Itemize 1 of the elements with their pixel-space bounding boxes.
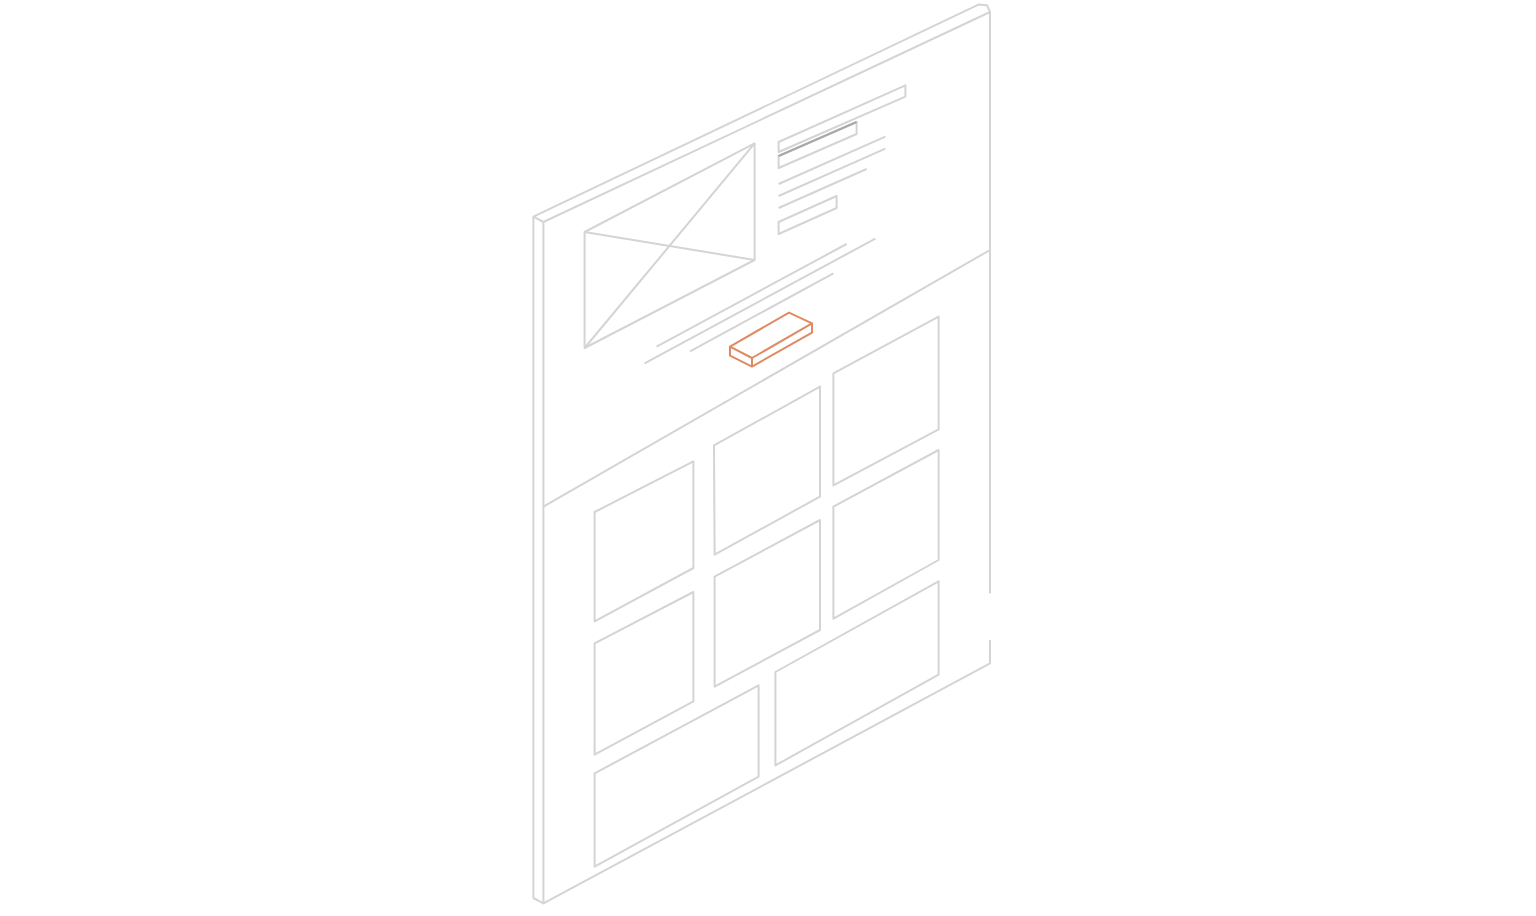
isometric-webpage-wireframe — [532, 2, 992, 908]
